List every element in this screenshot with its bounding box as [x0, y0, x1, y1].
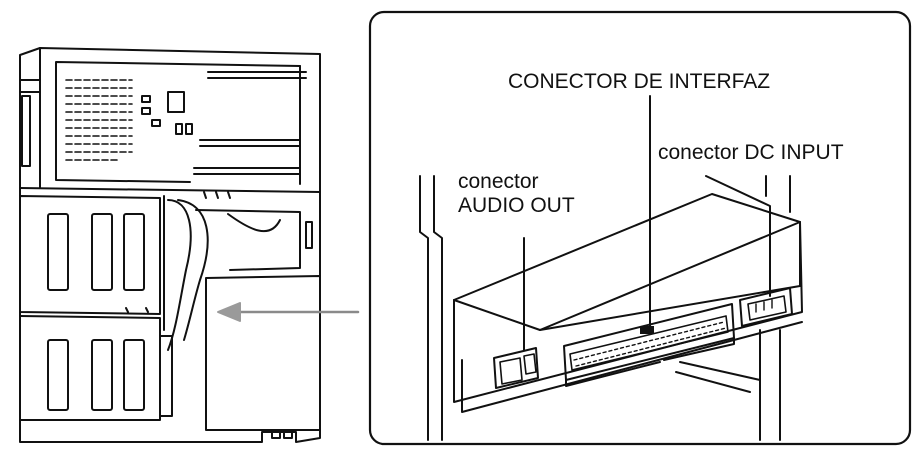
- target-drive-bay: [205, 275, 321, 431]
- insertion-arrow-icon: [217, 302, 241, 322]
- panel-slot: [123, 339, 145, 411]
- panel-slot: [91, 339, 113, 411]
- optical-drive-rear: [419, 95, 803, 441]
- label-audio-out-line2: AUDIO OUT: [458, 194, 575, 217]
- label-audio-out-line1: conector: [458, 170, 539, 193]
- panel-slot: [123, 213, 145, 291]
- top-bay-divider: [19, 187, 321, 193]
- dc-input-connector: [739, 287, 793, 327]
- audio-out-connector: [493, 347, 539, 389]
- label-dc-input-connector: conector DC INPUT: [658, 141, 844, 164]
- detail-callout-frame: [368, 10, 912, 446]
- label-audio-out-connector: conector AUDIO OUT: [458, 170, 575, 218]
- chassis-frame: [19, 47, 321, 443]
- computer-chassis: [19, 47, 360, 443]
- panel-slot: [91, 213, 113, 291]
- leader-dc: [705, 175, 771, 297]
- panel-slot: [47, 213, 69, 291]
- panel-slot: [47, 339, 69, 411]
- vent-slots: [65, 79, 133, 161]
- interface-connector: [563, 303, 735, 387]
- label-interface-connector: CONECTOR DE INTERFAZ: [508, 70, 771, 93]
- drive-top-face: [453, 193, 801, 331]
